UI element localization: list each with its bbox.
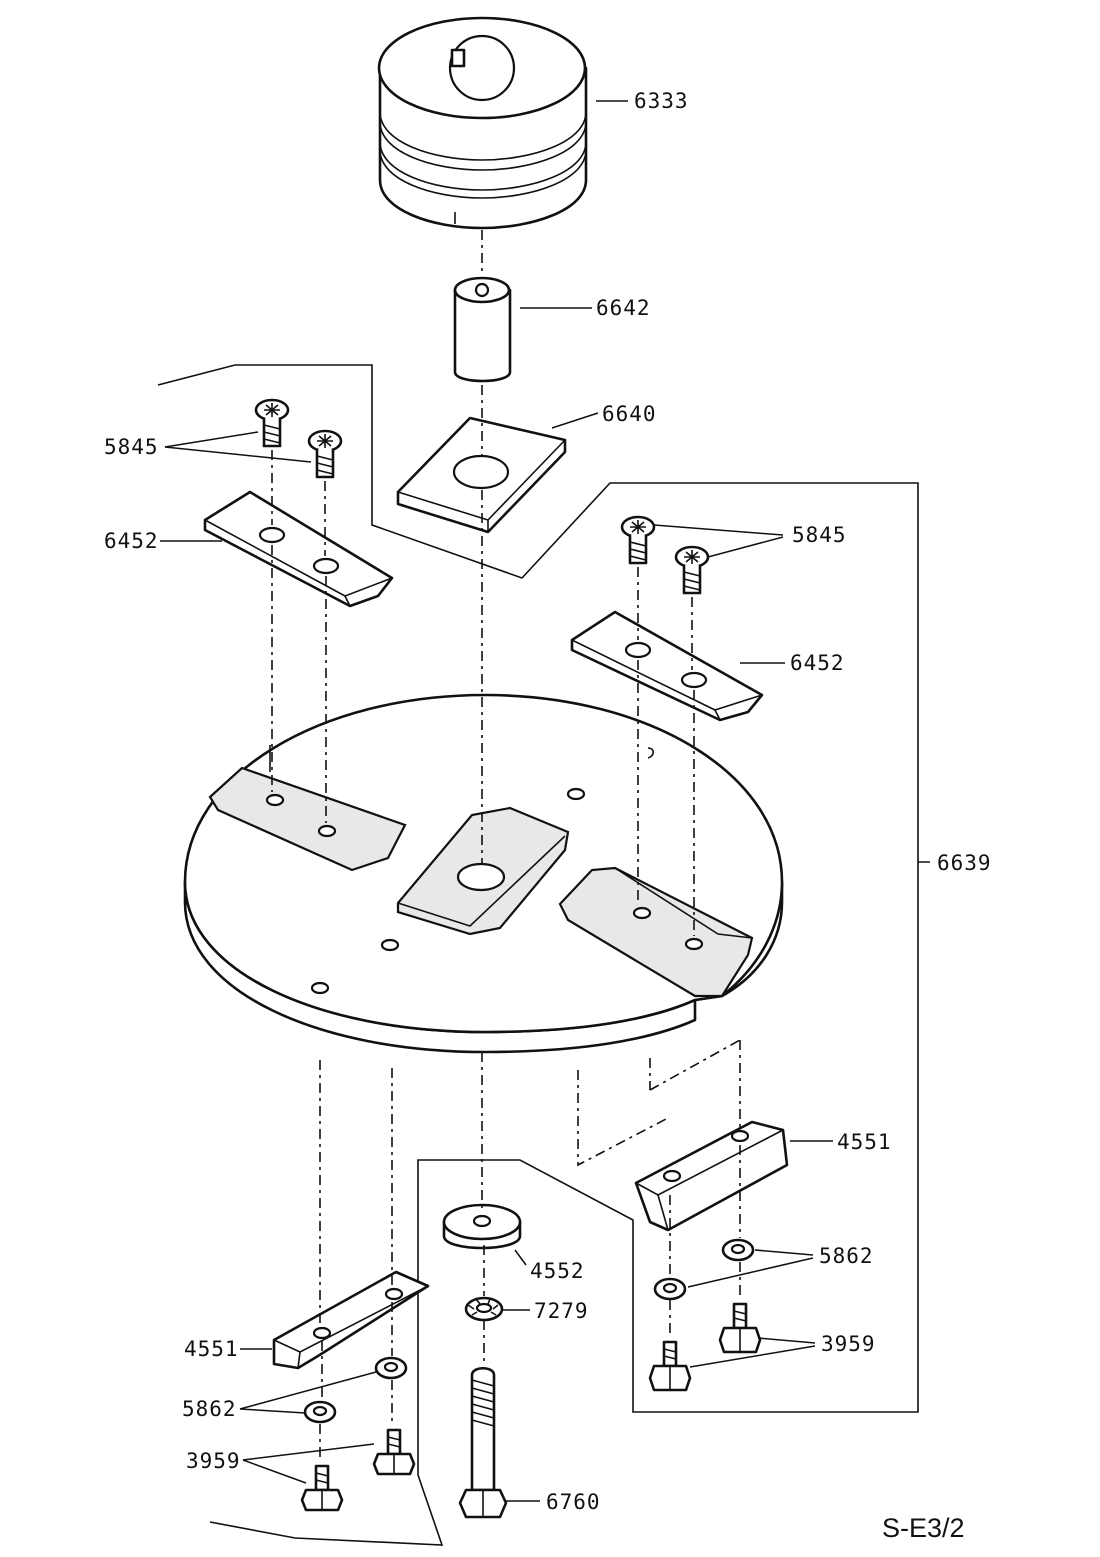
label-5862-right: 5862 — [819, 1244, 874, 1268]
label-6333: 6333 — [634, 89, 689, 113]
label-6642: 6642 — [596, 296, 651, 320]
label-3959-right: 3959 — [821, 1332, 876, 1356]
screw-5845-right-b — [674, 545, 710, 595]
center-lines — [271, 230, 741, 1462]
blade-6452-right — [570, 610, 764, 722]
screw-5845-left-a — [254, 398, 290, 448]
bracket-4551-right — [634, 1120, 789, 1232]
washer-5862-right-b — [653, 1277, 687, 1301]
bolt-3959-left-a — [372, 1428, 416, 1476]
label-4552: 4552 — [530, 1259, 585, 1283]
label-3959-left: 3959 — [186, 1449, 241, 1473]
plate-6640 — [396, 416, 567, 534]
washer-5862-left-b — [303, 1400, 337, 1424]
pulley-6333 — [377, 16, 588, 230]
label-4551-right: 4551 — [837, 1130, 892, 1154]
leader-lines — [160, 100, 930, 1502]
lockwasher-7279 — [464, 1296, 504, 1322]
screw-5845-left-b — [307, 429, 343, 479]
label-6452-right: 6452 — [790, 651, 845, 675]
label-7279: 7279 — [534, 1299, 589, 1323]
label-4551-left: 4551 — [184, 1337, 239, 1361]
bolt-3959-left-b — [300, 1464, 344, 1512]
sleeve-6642 — [453, 276, 512, 383]
drawing-reference: S-E3/2 — [882, 1513, 965, 1543]
label-6640: 6640 — [602, 402, 657, 426]
assembly-outline — [157, 364, 919, 1546]
washer-4552 — [442, 1203, 522, 1250]
label-5862-left: 5862 — [182, 1397, 237, 1421]
label-5845-right: 5845 — [792, 523, 847, 547]
bolt-3959-right-b — [648, 1340, 692, 1392]
bracket-4551-left — [272, 1270, 430, 1370]
washer-5862-right-a — [721, 1238, 755, 1262]
label-5845-left: 5845 — [104, 435, 159, 459]
label-6760: 6760 — [546, 1490, 601, 1514]
label-6452-left: 6452 — [104, 529, 159, 553]
bolt-6760 — [458, 1366, 508, 1519]
washer-5862-left-a — [374, 1356, 408, 1380]
base-disc-6639 — [183, 693, 784, 1054]
label-6639: 6639 — [937, 851, 992, 875]
screw-5845-right-a — [620, 515, 656, 565]
bolt-3959-right-a — [718, 1302, 762, 1354]
blade-6452-left — [203, 490, 394, 608]
